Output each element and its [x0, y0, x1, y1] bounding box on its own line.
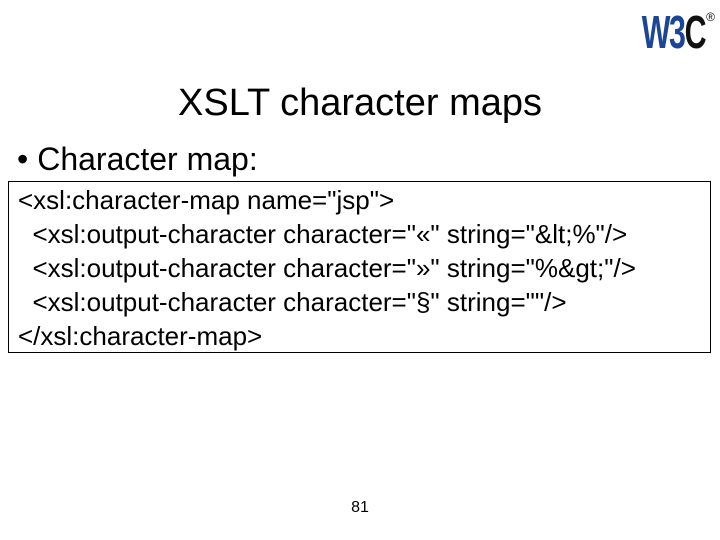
bullet-icon: •: [17, 141, 29, 177]
w3c-logo-c: C: [684, 6, 707, 58]
w3c-logo-letters: W3C: [641, 6, 707, 58]
bullet-row: •Character map:: [17, 141, 258, 178]
code-line: </xsl:character-map>: [18, 321, 263, 351]
w3c-logo: W3C ®: [609, 9, 715, 55]
w3c-logo-w3: W3: [641, 6, 686, 58]
code-line: <xsl:character-map name="jsp">: [18, 185, 395, 215]
code-block: <xsl:character-map name="jsp"> <xsl:outp…: [8, 181, 711, 353]
page-number: 81: [351, 499, 369, 516]
registered-trademark-icon: ®: [706, 10, 715, 24]
code-line: <xsl:output-character character="«" stri…: [18, 219, 628, 249]
slide-title: XSLT character maps: [178, 82, 542, 124]
bullet-label: Character map:: [37, 141, 258, 177]
code-line: <xsl:output-character character="»" stri…: [18, 253, 636, 283]
code-line: <xsl:output-character character="§" stri…: [18, 287, 567, 317]
